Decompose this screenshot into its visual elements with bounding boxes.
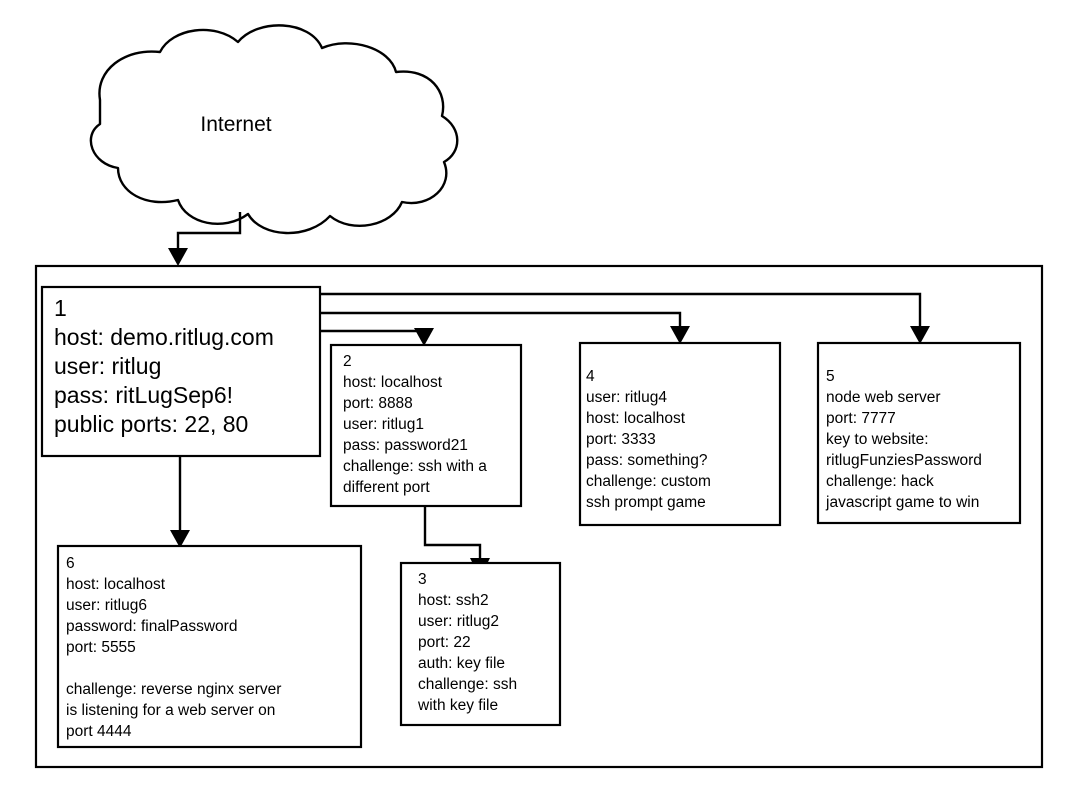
cloud-label: Internet [200, 113, 271, 136]
node-5-line-3: key to website: [826, 431, 929, 448]
node-3-line-2: user: ritlug2 [418, 613, 499, 630]
node-3-line-5: challenge: ssh [418, 676, 517, 693]
node-6-line-7: is listening for a web server on [66, 702, 275, 719]
node-box-5[interactable]: 5 node web server port: 7777 key to webs… [816, 341, 1022, 525]
node-box-2[interactable]: 2 host: localhost port: 8888 user: ritlu… [329, 343, 523, 508]
node-5-line-1: node web server [826, 389, 941, 406]
arrow-head-icon [670, 326, 690, 344]
node-1-line-2: user: ritlug [54, 353, 161, 379]
arrow-head-icon [170, 530, 190, 548]
node-box-4[interactable]: 4 user: ritlug4 host: localhost port: 33… [578, 341, 782, 527]
edge-internet-to-boundary [168, 212, 242, 266]
node-box-6[interactable]: 6 host: localhost user: ritlug6 password… [56, 544, 363, 749]
node-2-line-4: pass: password21 [343, 437, 468, 454]
node-box-1[interactable]: 1 host: demo.ritlug.com user: ritlug pas… [40, 285, 322, 458]
node-2-line-2: port: 8888 [343, 395, 413, 412]
node-3-line-0: 3 [418, 571, 427, 588]
node-1-line-0: 1 [54, 295, 67, 321]
cloud-icon [89, 24, 459, 235]
node-1-line-3: pass: ritLugSep6! [54, 382, 233, 408]
node-5-line-4: ritlugFunziesPassword [826, 452, 982, 469]
internet-cloud-node[interactable]: Internet [89, 24, 459, 235]
edge-1-to-6 [170, 456, 190, 548]
node-6-line-6: challenge: reverse nginx server [66, 681, 281, 698]
node-3-line-3: port: 22 [418, 634, 471, 651]
node-6-line-2: user: ritlug6 [66, 597, 147, 614]
node-6-line-1: host: localhost [66, 576, 166, 593]
node-4-line-0: 4 [586, 368, 595, 385]
node-3-line-1: host: ssh2 [418, 592, 489, 609]
node-4-line-4: pass: something? [586, 452, 708, 469]
edge-1-to-4 [320, 311, 690, 344]
node-2-line-6: different port [343, 479, 430, 496]
node-6-line-8: port 4444 [66, 723, 132, 740]
node-1-line-1: host: demo.ritlug.com [54, 324, 274, 350]
node-2-line-5: challenge: ssh with a [343, 458, 487, 475]
node-4-line-6: ssh prompt game [586, 494, 706, 511]
node-box-3[interactable]: 3 host: ssh2 user: ritlug2 port: 22 auth… [399, 561, 562, 727]
arrow-head-icon [414, 328, 434, 346]
node-4-line-5: challenge: custom [586, 473, 711, 490]
node-4-line-1: user: ritlug4 [586, 389, 667, 406]
edge-1-to-5 [320, 292, 930, 344]
node-5-line-5: challenge: hack [826, 473, 934, 490]
node-5-line-0: 5 [826, 368, 835, 385]
node-4-line-2: host: localhost [586, 410, 686, 427]
node-2-line-0: 2 [343, 353, 352, 370]
node-2-line-3: user: ritlug1 [343, 416, 424, 433]
edge-1-to-2 [320, 328, 434, 346]
node-6-line-0: 6 [66, 555, 75, 572]
arrow-head-icon [168, 248, 188, 266]
node-3-line-6: with key file [417, 697, 498, 714]
node-1-line-4: public ports: 22, 80 [54, 411, 248, 437]
arrow-head-icon [910, 326, 930, 344]
node-5-line-6: javascript game to win [825, 494, 979, 511]
node-6-line-4: port: 5555 [66, 639, 136, 656]
node-4-line-3: port: 3333 [586, 431, 656, 448]
node-5-line-2: port: 7777 [826, 410, 896, 427]
node-6-line-3: password: finalPassword [66, 618, 237, 635]
node-2-line-1: host: localhost [343, 374, 443, 391]
node-3-line-4: auth: key file [418, 655, 505, 672]
